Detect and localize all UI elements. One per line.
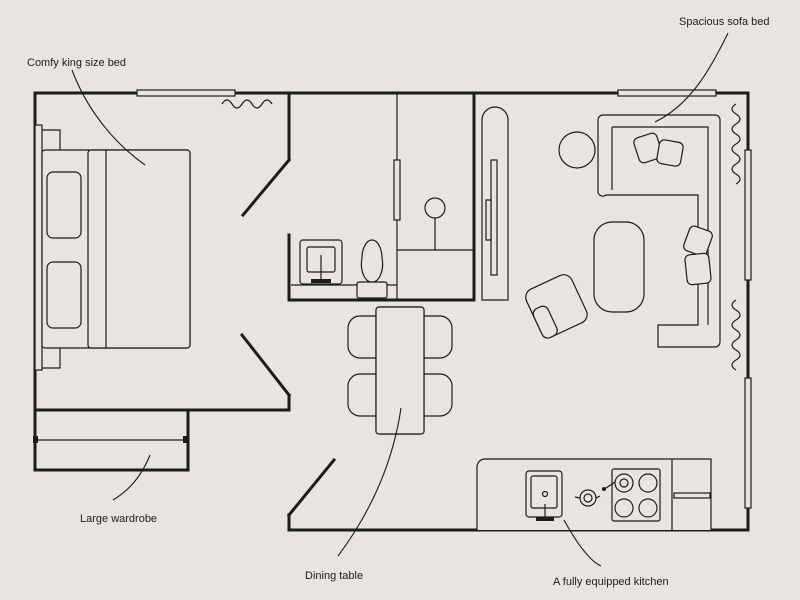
- windows: [136, 89, 752, 509]
- label-dining-table: Dining table: [305, 570, 364, 582]
- label-sofa: Spacious sofa bed: [679, 16, 770, 28]
- bathroom-fixtures: [299, 239, 388, 299]
- kitchen: [476, 458, 712, 530]
- tv-unit: [481, 106, 509, 301]
- label-bed: Comfy king size bed: [27, 57, 127, 69]
- doors: [239, 157, 337, 518]
- label-kitchen: A fully equipped kitchen: [553, 576, 669, 588]
- label-wardrobe: Large wardrobe: [80, 513, 158, 525]
- dining-set: [347, 306, 453, 435]
- shower: [424, 197, 446, 250]
- curtains: [221, 99, 741, 371]
- bed: [34, 124, 191, 371]
- living-furniture: [525, 114, 721, 348]
- leader-lines: [71, 32, 729, 567]
- wardrobe: [33, 436, 188, 443]
